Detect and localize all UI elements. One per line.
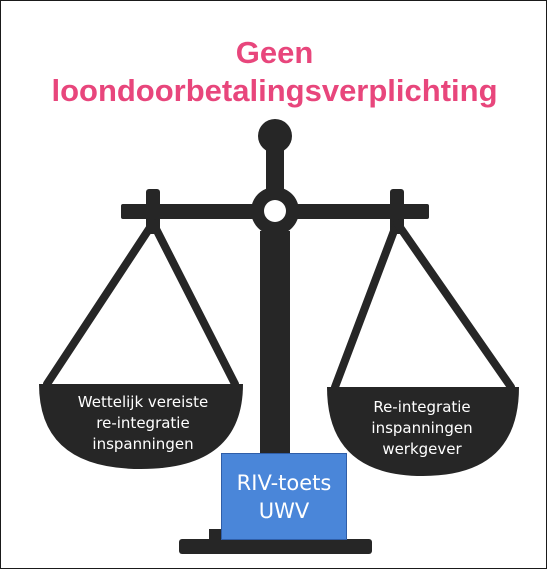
scale-post [260,231,290,455]
right-pan-line-2: inspanningen [371,419,473,437]
left-pan-cord-a [43,219,157,388]
scale-pivot-hole [264,200,286,222]
riv-box-fill [221,453,347,540]
right-pan-line-3: werkgever [382,440,462,458]
riv-box-line-1: RIV-toets [236,470,332,495]
left-pan-line-2: re-integratie [96,414,190,432]
riv-toets-box: RIV-toets UWV [221,453,347,540]
title-line-2: loondoorbetalingsverplichting [51,73,498,108]
right-pan-label: Re-integratie inspanningen werkgever [333,397,511,460]
left-pan-line-1: Wettelijk vereiste [77,393,209,411]
left-pan [39,384,243,469]
title-line-1: Geen [235,35,314,70]
left-pan-line-3: inspanningen [92,435,194,453]
right-pan [327,387,519,476]
left-pan-label: Wettelijk vereiste re-integratie inspann… [45,392,241,455]
right-pan-cord-a [331,219,401,391]
left-pan-cord-b [149,219,239,388]
riv-box-line-2: UWV [258,498,310,523]
scale-base [179,539,372,554]
right-pan-line-1: Re-integratie [373,398,471,416]
right-pan-cord-b [393,219,515,391]
scale-neck [266,149,284,189]
scale-top-knob [258,119,292,153]
